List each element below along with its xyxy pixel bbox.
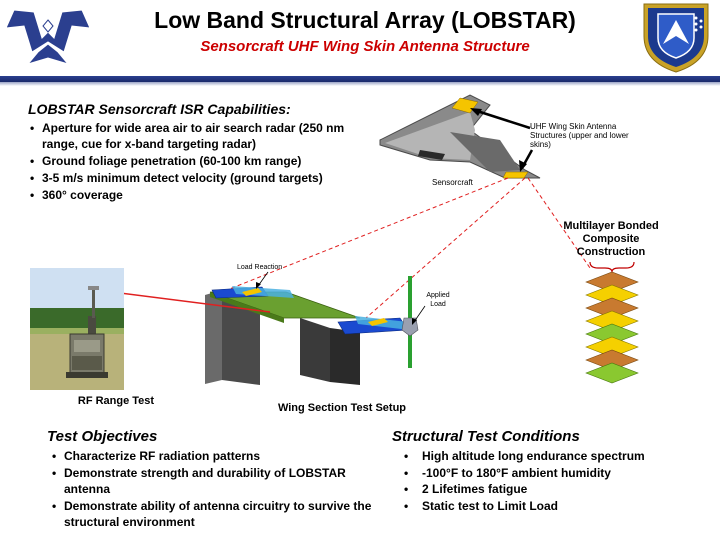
test-objectives-list: Characterize RF radiation patterns Demon… — [50, 448, 380, 531]
multilayer-composite-label: Multilayer Bonded Composite Construction — [563, 220, 659, 258]
afrl-shield-icon — [638, 0, 714, 74]
air-force-logo-icon — [2, 2, 94, 72]
list-item: -100°F to 180°F ambient humidity — [392, 465, 712, 482]
list-item: Characterize RF radiation patterns — [50, 448, 380, 465]
list-item: 360° coverage — [28, 187, 368, 203]
test-objectives-heading: Test Objectives — [47, 428, 158, 445]
list-item: Static test to Limit Load — [392, 498, 712, 515]
load-reaction-label: Load Reaction — [237, 264, 283, 271]
rf-range-test-caption: RF Range Test — [77, 395, 155, 407]
list-item: Demonstrate ability of antenna circuitry… — [50, 498, 380, 531]
capabilities-heading: LOBSTAR Sensorcraft ISR Capabilities: — [28, 101, 291, 117]
wing-section-test-caption: Wing Section Test Setup — [277, 402, 407, 414]
rf-range-test-photo — [30, 268, 124, 390]
list-item: 2 Lifetimes fatigue — [392, 481, 712, 498]
list-item: Aperture for wide area air to air search… — [28, 120, 368, 152]
list-item: Demonstrate strength and durability of L… — [50, 465, 380, 498]
sensorcraft-aircraft-icon — [379, 94, 541, 179]
applied-load-label: Applied Load — [426, 292, 450, 308]
page-subtitle: Sensorcraft UHF Wing Skin Antenna Struct… — [200, 38, 530, 55]
header-divider-shadow — [0, 82, 720, 86]
list-item: 3-5 m/s minimum detect velocity (ground … — [28, 170, 368, 186]
page-title: Low Band Structural Array (LOBSTAR) — [154, 7, 576, 33]
header-divider — [0, 76, 720, 82]
capabilities-section: LOBSTAR Sensorcraft ISR Capabilities: Ap… — [28, 100, 368, 204]
composite-layer-stack — [585, 271, 639, 384]
structural-conditions-list: High altitude long endurance spectrum -1… — [392, 448, 712, 514]
test-objectives-section: Test Objectives Characterize RF radiatio… — [47, 428, 380, 531]
capabilities-list: Aperture for wide area air to air search… — [28, 120, 368, 203]
structural-conditions-heading: Structural Test Conditions — [392, 428, 580, 445]
wing-section-test-fixture — [205, 276, 419, 385]
structural-conditions-section: Structural Test Conditions High altitude… — [392, 428, 712, 514]
list-item: Ground foliage penetration (60-100 km ra… — [28, 153, 368, 169]
uhf-antenna-label: UHF Wing Skin Antenna Structures (upper … — [530, 122, 629, 149]
sensorcraft-label: Sensorcraft — [432, 178, 473, 187]
list-item: High altitude long endurance spectrum — [392, 448, 712, 465]
